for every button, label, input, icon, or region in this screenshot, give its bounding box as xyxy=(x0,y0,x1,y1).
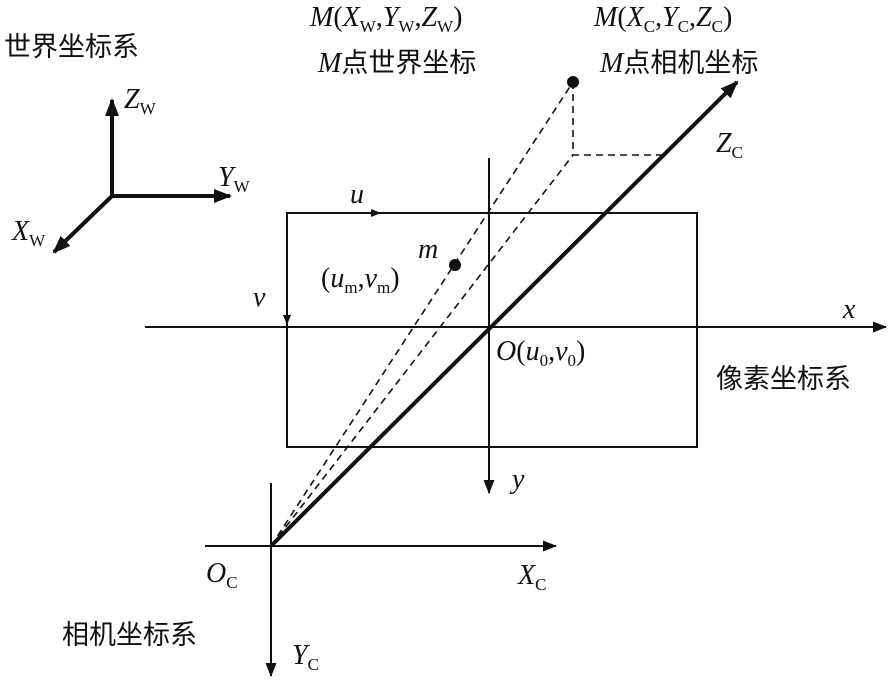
camera-z-label: ZC xyxy=(716,128,743,162)
camera-origin-label: OC xyxy=(206,558,238,592)
v-label: v xyxy=(253,282,266,313)
point-M-world-coords: M(XW,YW,ZW) xyxy=(309,2,462,36)
world-y-label: YW xyxy=(218,162,251,196)
point-M xyxy=(567,76,579,88)
point-M-world-caption: M点世界坐标 xyxy=(317,48,476,79)
world-coordinate-frame: 世界坐标系 ZW YW XW xyxy=(4,32,251,254)
camera-y-label: YC xyxy=(292,640,319,674)
camera-z-axis xyxy=(269,80,739,548)
world-z-label: ZW xyxy=(124,84,157,118)
projection-guide xyxy=(572,82,665,156)
principal-point-label: O(u0,v0) xyxy=(496,336,585,370)
image-plane xyxy=(286,212,698,448)
world-x-axis xyxy=(52,194,114,254)
projection-ray-ground xyxy=(270,154,574,547)
point-m xyxy=(449,259,461,271)
x-label: x xyxy=(842,294,856,325)
u-label: u xyxy=(350,179,364,210)
projection-ray xyxy=(270,81,574,547)
point-M-camera-coords: M(XC,YC,ZC) xyxy=(593,2,732,36)
point-M-camera-caption: M点相机坐标 xyxy=(599,48,758,79)
pixel-frame-title: 像素坐标系 xyxy=(716,364,851,395)
world-frame-title: 世界坐标系 xyxy=(4,32,139,63)
point-m-label: m xyxy=(418,234,438,265)
point-m-coords: (um,vm) xyxy=(321,263,400,297)
camera-frame-title: 相机坐标系 xyxy=(62,620,197,651)
camera-x-label: XC xyxy=(517,560,546,594)
y-label: y xyxy=(509,464,525,495)
world-x-label: XW xyxy=(11,216,46,250)
